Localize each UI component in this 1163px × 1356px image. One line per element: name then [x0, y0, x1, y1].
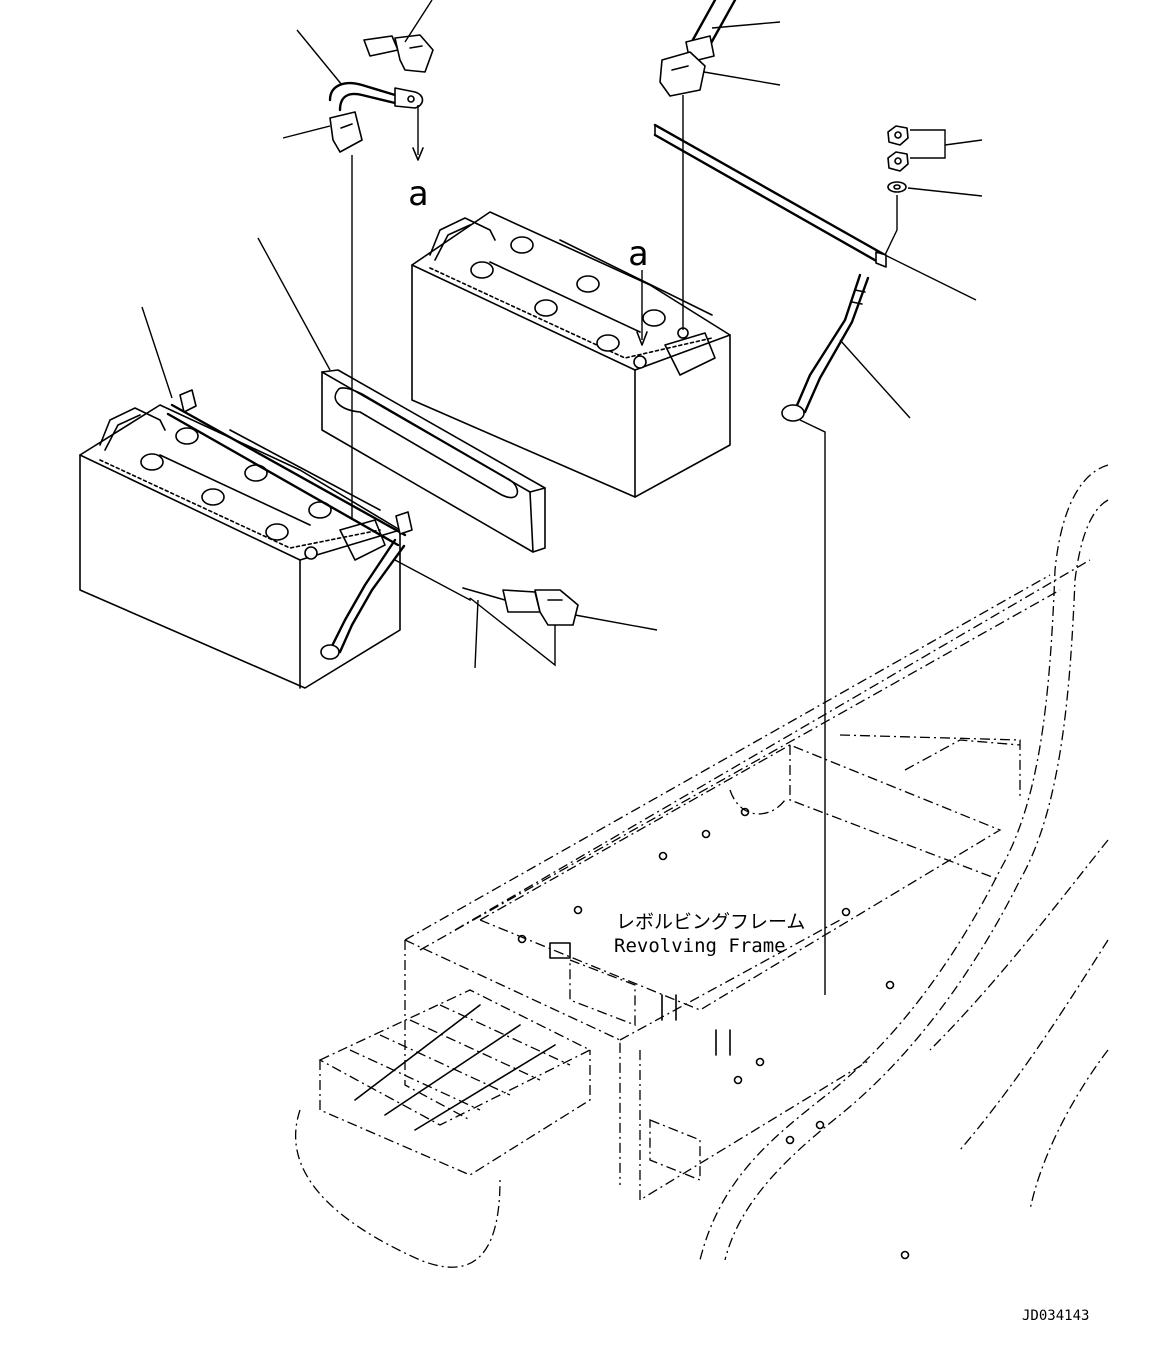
- battery-right: [411, 211, 731, 498]
- callout-a-left: a: [408, 174, 428, 214]
- j-bolt-right: [781, 273, 870, 422]
- hold-down-bar-right: [653, 123, 887, 268]
- cable-plug-top-right: [659, 0, 737, 97]
- nuts-and-washer: [887, 125, 909, 193]
- frame-label-japanese: レボルビングフレーム: [616, 911, 805, 933]
- spacer-pad: [321, 369, 546, 553]
- leader-lines: [141, 0, 983, 669]
- drawing-number: JD034143: [1022, 1308, 1089, 1324]
- battery-left: [79, 389, 413, 689]
- jumper-cable: [328, 81, 424, 153]
- callout-a-right: a: [628, 234, 648, 274]
- assembly-lines: [351, 95, 898, 995]
- cable-plug-bottom: [462, 587, 579, 626]
- frame-label-english: Revolving Frame: [614, 935, 786, 957]
- revolving-frame: [295, 464, 1109, 1268]
- cable-plug-top-left: [363, 34, 434, 73]
